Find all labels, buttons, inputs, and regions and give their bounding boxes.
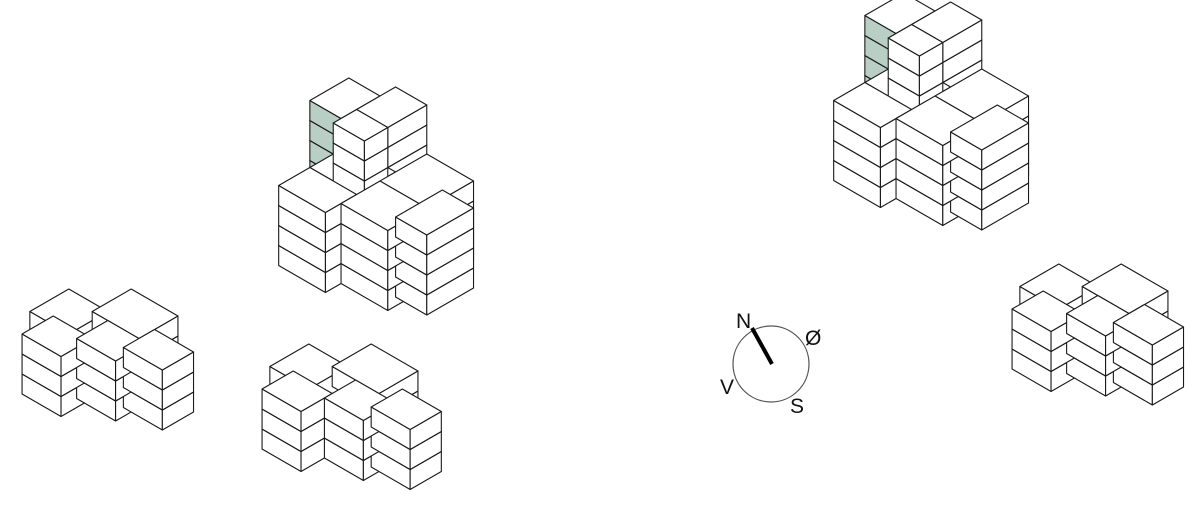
block-face-top <box>395 189 475 236</box>
block-face-top <box>278 166 358 214</box>
block-face-top <box>370 388 442 431</box>
compass-circle <box>732 325 810 403</box>
block-face-top <box>122 328 195 371</box>
block-face-top <box>833 81 913 129</box>
block-face-top <box>261 370 333 413</box>
block-face-top <box>887 23 944 57</box>
compass-south-label: S <box>790 395 804 418</box>
compass-east-label: Ø <box>805 327 821 350</box>
compass-north-label: N <box>736 310 751 333</box>
block-face-top <box>332 108 389 142</box>
block-face-top <box>1112 303 1185 346</box>
block-face-top <box>1011 290 1083 333</box>
compass-west-label: V <box>720 376 734 399</box>
block-face-top <box>950 104 1030 151</box>
north-arrow-icon <box>750 327 774 365</box>
block-face-top <box>21 315 93 358</box>
